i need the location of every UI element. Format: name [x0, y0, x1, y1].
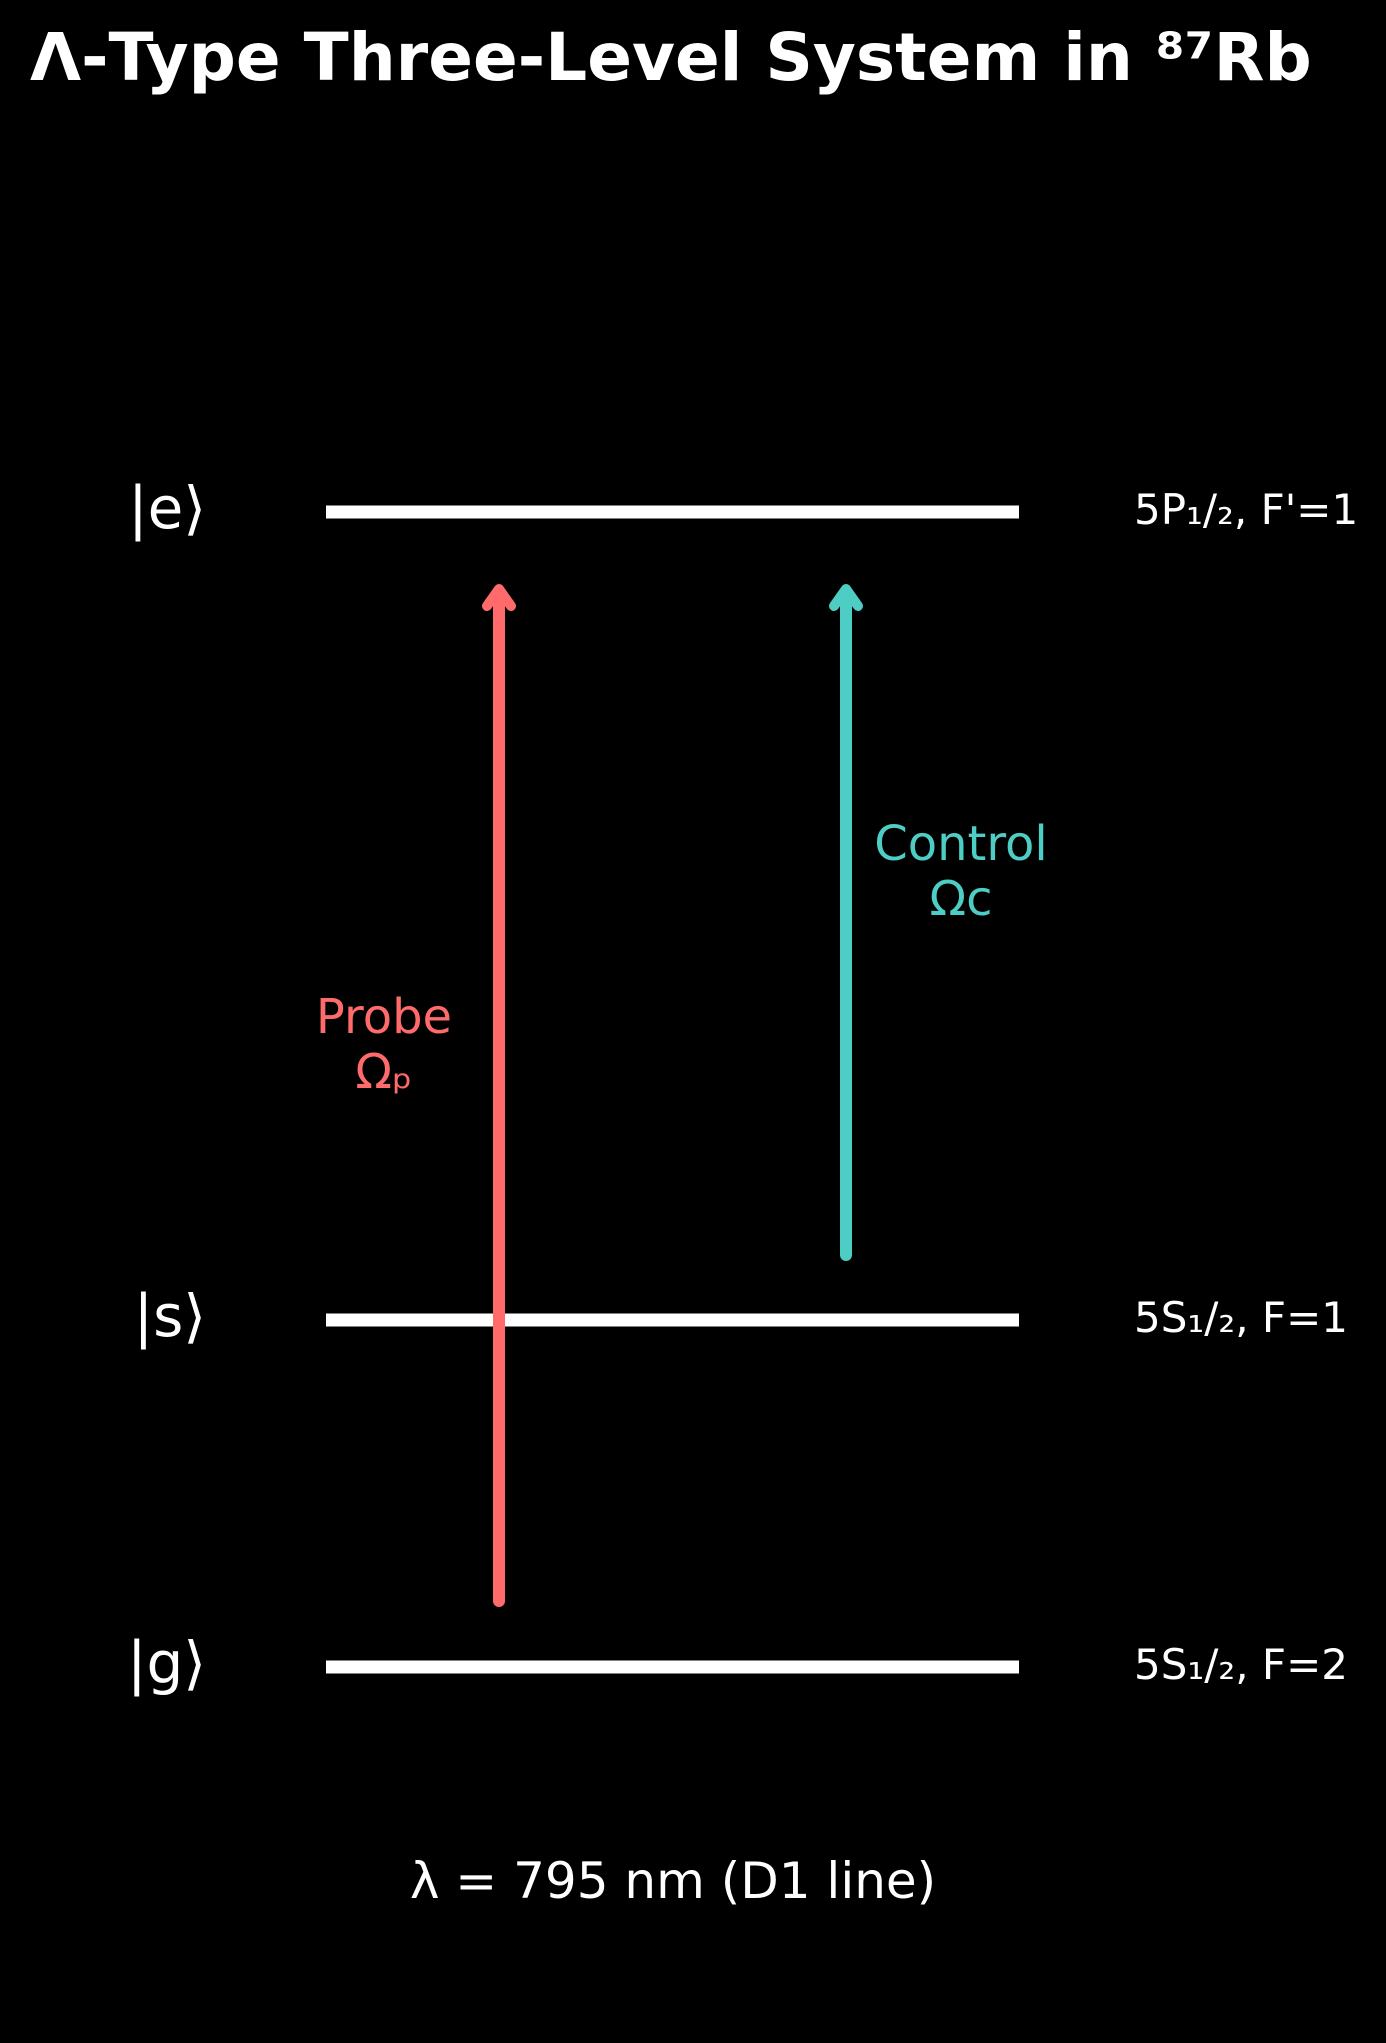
control-symbol: Ωc — [929, 871, 992, 927]
diagram-title: Λ-Type Three-Level System in ⁸⁷Rb — [30, 19, 1312, 96]
control-arrow — [829, 584, 863, 1261]
ket-label-g: |g⟩ — [127, 1629, 206, 1697]
ket-label-e: |e⟩ — [128, 474, 206, 542]
state-label-s: 5S₁/₂, F=1 — [1134, 1293, 1348, 1342]
state-label-e: 5P₁/₂, F'=1 — [1134, 485, 1358, 534]
ket-label-s: |s⟩ — [134, 1282, 206, 1350]
control-label: Control — [874, 816, 1048, 872]
wavelength-note: λ = 795 nm (D1 line) — [410, 1852, 936, 1910]
state-label-g: 5S₁/₂, F=2 — [1134, 1640, 1348, 1689]
probe-symbol: Ωₚ — [355, 1044, 412, 1100]
probe-label: Probe — [316, 989, 452, 1045]
probe-arrow — [482, 584, 516, 1607]
